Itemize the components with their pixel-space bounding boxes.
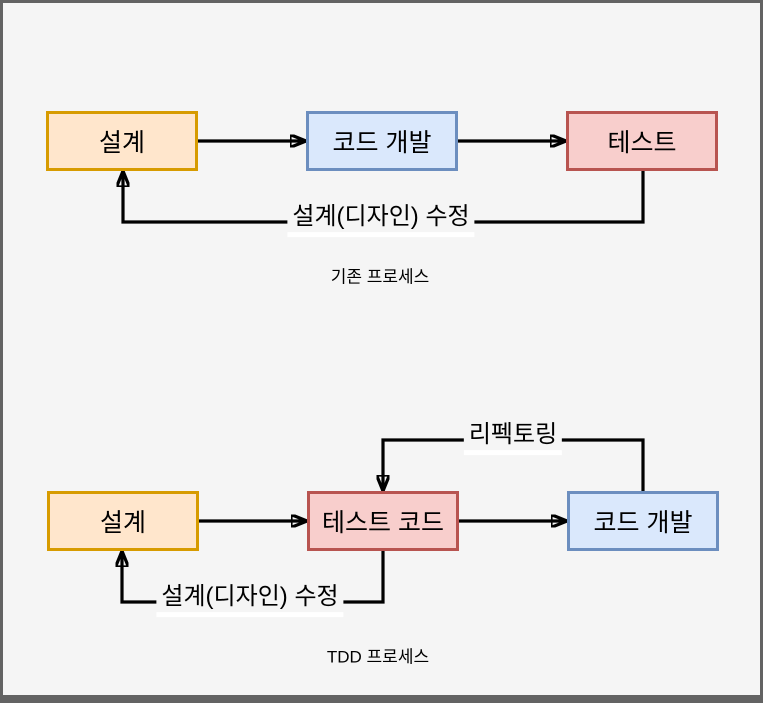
node-design-bottom: 설계: [47, 491, 199, 551]
caption-existing-process: 기존 프로세스: [330, 267, 430, 287]
node-code-dev-top: 코드 개발: [306, 111, 458, 171]
label-design-fix-top: 설계(디자인) 수정: [287, 203, 475, 237]
node-design-top: 설계: [46, 111, 198, 171]
label-design-fix-bottom: 설계(디자인) 수정: [156, 583, 344, 617]
node-test-top: 테스트: [566, 111, 718, 171]
caption-tdd-process: TDD 프로세스: [326, 647, 430, 667]
node-test-code-bottom: 테스트 코드: [307, 491, 459, 551]
connector-layer: [3, 3, 645, 604]
label-refactoring: 리펙토링: [463, 421, 563, 455]
node-code-dev-bottom: 코드 개발: [567, 491, 719, 551]
